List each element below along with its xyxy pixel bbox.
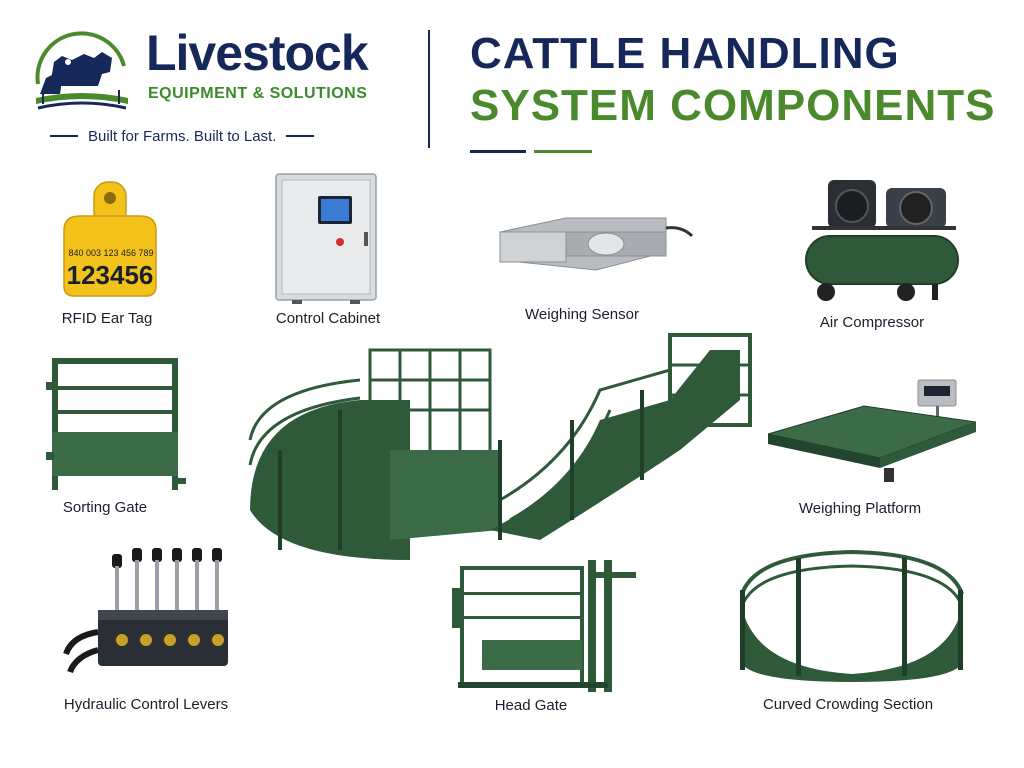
header-divider [428, 30, 430, 148]
label-air-compressor: Air Compressor [819, 314, 925, 331]
control-cabinet-icon [275, 173, 377, 304]
ear-tag-large-number: 123456 [66, 260, 154, 290]
brand-name: Livestock [146, 25, 369, 81]
label-sorting-gate: Sorting Gate [62, 499, 148, 516]
ear-tag-small-number: 840 003 123 456 789 [68, 248, 154, 258]
weighing-platform-icon [767, 379, 977, 482]
tagline: Built for Farms. Built to Last. [88, 127, 277, 145]
tagline-row: Built for Farms. Built to Last. [50, 126, 368, 146]
head-gate-icon [452, 560, 636, 692]
label-curved-crowding-section: Curved Crowding Section [762, 696, 934, 713]
hydraulic-levers-icon [63, 548, 228, 674]
label-rfid-ear-tag: RFID Ear Tag [61, 310, 153, 327]
label-control-cabinet: Control Cabinet [275, 310, 381, 327]
title-underline-green [534, 150, 592, 153]
load-cell-icon [499, 217, 694, 271]
tagline-rule-left [50, 135, 78, 137]
label-head-gate: Head Gate [494, 697, 568, 714]
air-compressor-icon [805, 180, 959, 301]
rfid-ear-tag-icon [63, 181, 157, 297]
page-title-line1: CATTLE HANDLING [470, 29, 900, 78]
curved-crowding-section-icon [740, 549, 964, 682]
title-underline-navy [470, 150, 526, 153]
label-weighing-platform: Weighing Platform [798, 500, 922, 517]
label-weighing-sensor: Weighing Sensor [525, 306, 639, 323]
cattle-handling-system-icon [248, 333, 752, 560]
logo-icon [35, 31, 128, 110]
label-hydraulic-control-levers: Hydraulic Control Levers [63, 696, 229, 713]
sorting-gate-icon [46, 358, 186, 490]
page-title-line2: SYSTEM COMPONENTS [470, 81, 996, 130]
brand-subtitle: EQUIPMENT & SOLUTIONS [148, 85, 368, 102]
tagline-rule-right [286, 135, 315, 137]
